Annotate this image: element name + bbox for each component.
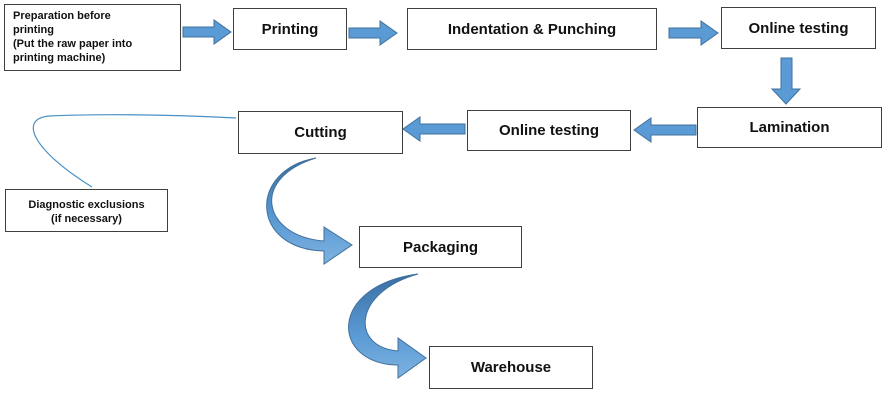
step-preparation-label: Preparation before printing (Put the raw… <box>13 10 133 64</box>
step-lamination-label: Lamination <box>749 119 830 136</box>
curved-arrow-cutting-to-packaging <box>266 157 353 265</box>
note-diagnostic-exclusions: Diagnostic exclusions (if necessary) <box>5 189 168 232</box>
step-warehouse: Warehouse <box>429 346 593 389</box>
step-packaging: Packaging <box>359 226 522 268</box>
arrow-right-prep-to-printing <box>182 19 232 45</box>
step-printing: Printing <box>233 8 347 50</box>
step-online-testing-2-label: Online testing <box>498 122 599 139</box>
step-indentation-label: Indentation & Punching <box>447 20 617 38</box>
arrow-down-testing-to-lamination <box>770 57 802 105</box>
step-online-testing-1-label: Online testing <box>748 19 849 37</box>
arrow-right-printing-to-indentation <box>348 20 398 46</box>
step-packaging-label: Packaging <box>402 238 479 256</box>
step-preparation: Preparation before printing (Put the raw… <box>4 4 181 71</box>
arrow-right-indentation-to-testing <box>668 20 719 46</box>
step-indentation-punching: Indentation & Punching <box>407 8 657 50</box>
arrow-left-lamination-to-testing <box>633 117 697 143</box>
step-online-testing-1: Online testing <box>721 7 876 49</box>
step-printing-label: Printing <box>261 20 319 38</box>
curved-arrow-packaging-to-warehouse <box>348 273 427 379</box>
note-connector-line <box>32 114 237 188</box>
step-lamination: Lamination <box>697 107 882 148</box>
step-online-testing-2: Online testing <box>467 110 631 151</box>
arrow-left-testing-to-cutting <box>402 116 466 142</box>
step-cutting: Cutting <box>238 111 403 154</box>
step-cutting-label: Cutting <box>294 124 347 141</box>
step-warehouse-label: Warehouse <box>470 359 552 376</box>
note-diagnostic-exclusions-label: Diagnostic exclusions (if necessary) <box>28 198 145 225</box>
